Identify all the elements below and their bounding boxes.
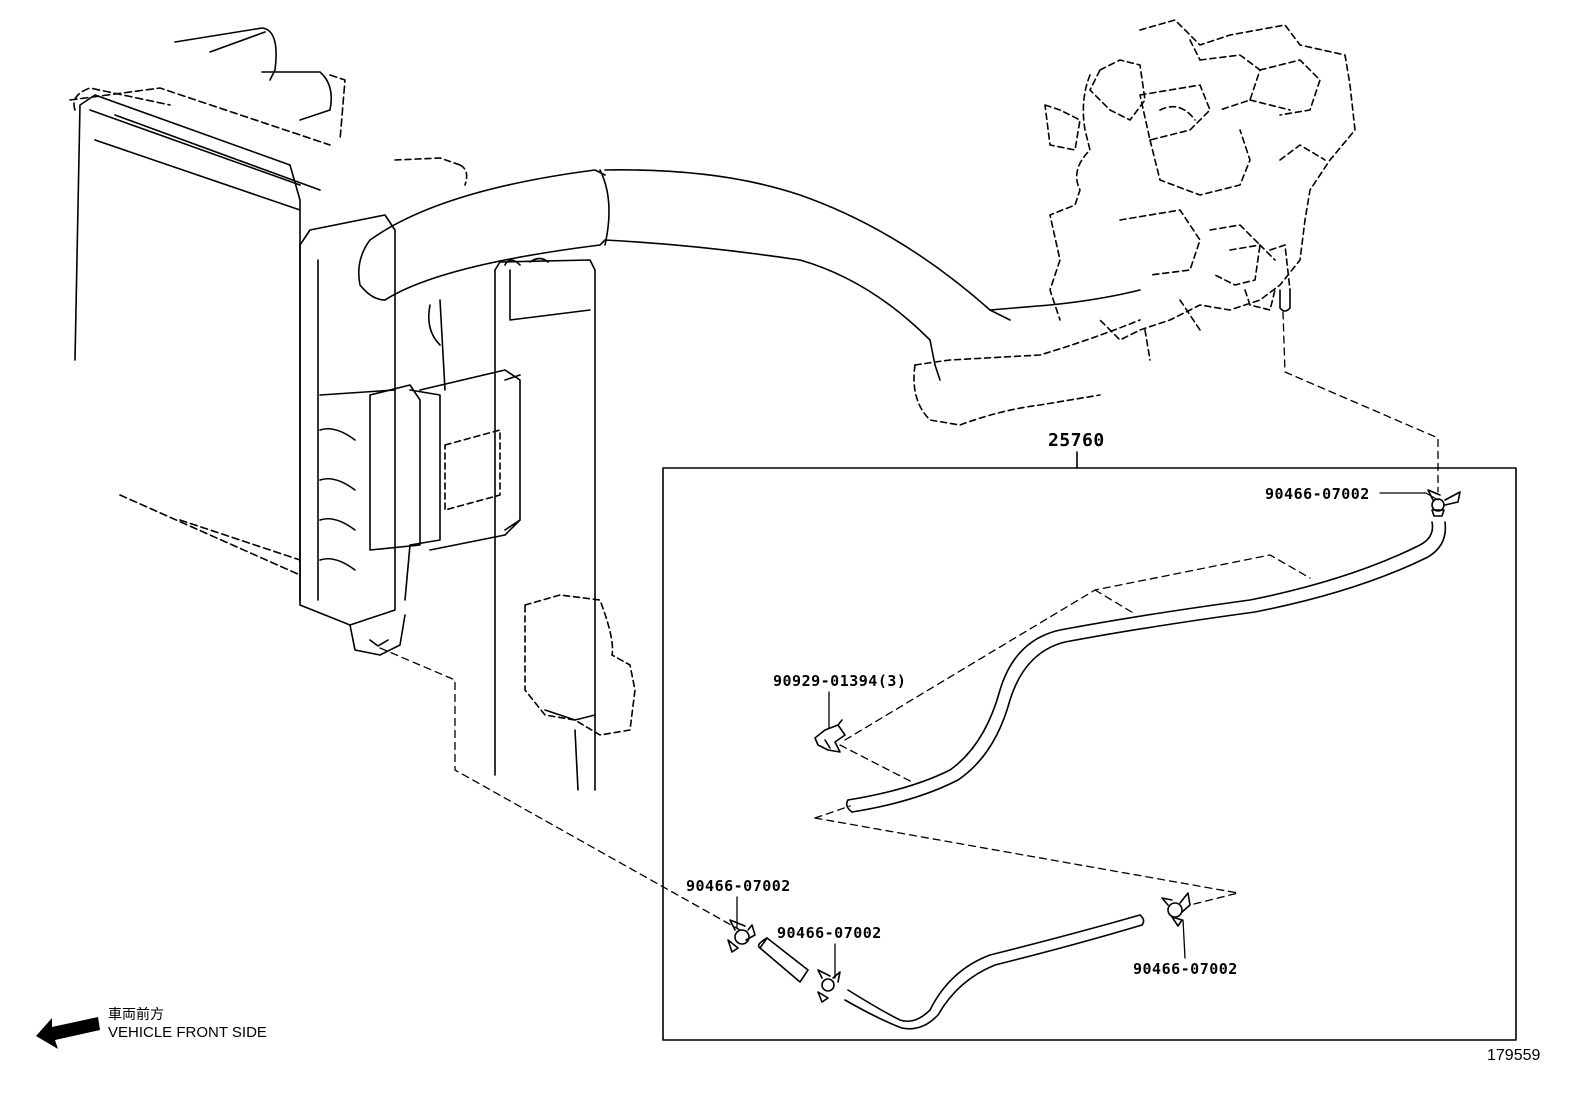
assembly-part-number: 25760 (1048, 430, 1105, 451)
clip-quantity: (3) (877, 672, 907, 690)
engine-block (1044, 19, 1356, 361)
callout-clamp-bottom-right: 90466-07002 (1133, 960, 1238, 978)
clamp-top-right-icon (1427, 489, 1461, 517)
callout-clamp-bottom-mid: 90466-07002 (777, 924, 882, 942)
left-arrow-icon (36, 1017, 100, 1049)
bypass-hose-long (845, 521, 1447, 813)
callout-clip-left: 90929-01394(3) (773, 672, 906, 690)
vehicle-front-en-label: VEHICLE FRONT SIDE (108, 1024, 267, 1041)
engine-outlet-pipe (1279, 289, 1291, 312)
assembly-box (662, 467, 1517, 1041)
clip-icon (814, 719, 846, 753)
clamp-bottom-left-icon (727, 919, 756, 953)
callout-leaders (736, 492, 1439, 979)
callout-clamp-bottom-left: 90466-07002 (686, 877, 791, 895)
dashed-reference-lines (379, 311, 1439, 931)
clamp-bottom-mid-icon (817, 969, 841, 1003)
fan-shroud (369, 257, 636, 791)
short-hose-segment (757, 937, 809, 983)
figure-number: 179559 (1487, 1047, 1541, 1064)
clip-part-number: 90929-01394 (773, 672, 878, 690)
bypass-hose-lower (844, 914, 1145, 1030)
upper-radiator-hose (357, 157, 1141, 426)
vehicle-front-jp-label: 車両前方 (108, 1007, 164, 1023)
clamp-bottom-right-icon (1161, 892, 1191, 927)
callout-clamp-top-right: 90466-07002 (1265, 485, 1370, 503)
radiator-outline (69, 27, 406, 656)
